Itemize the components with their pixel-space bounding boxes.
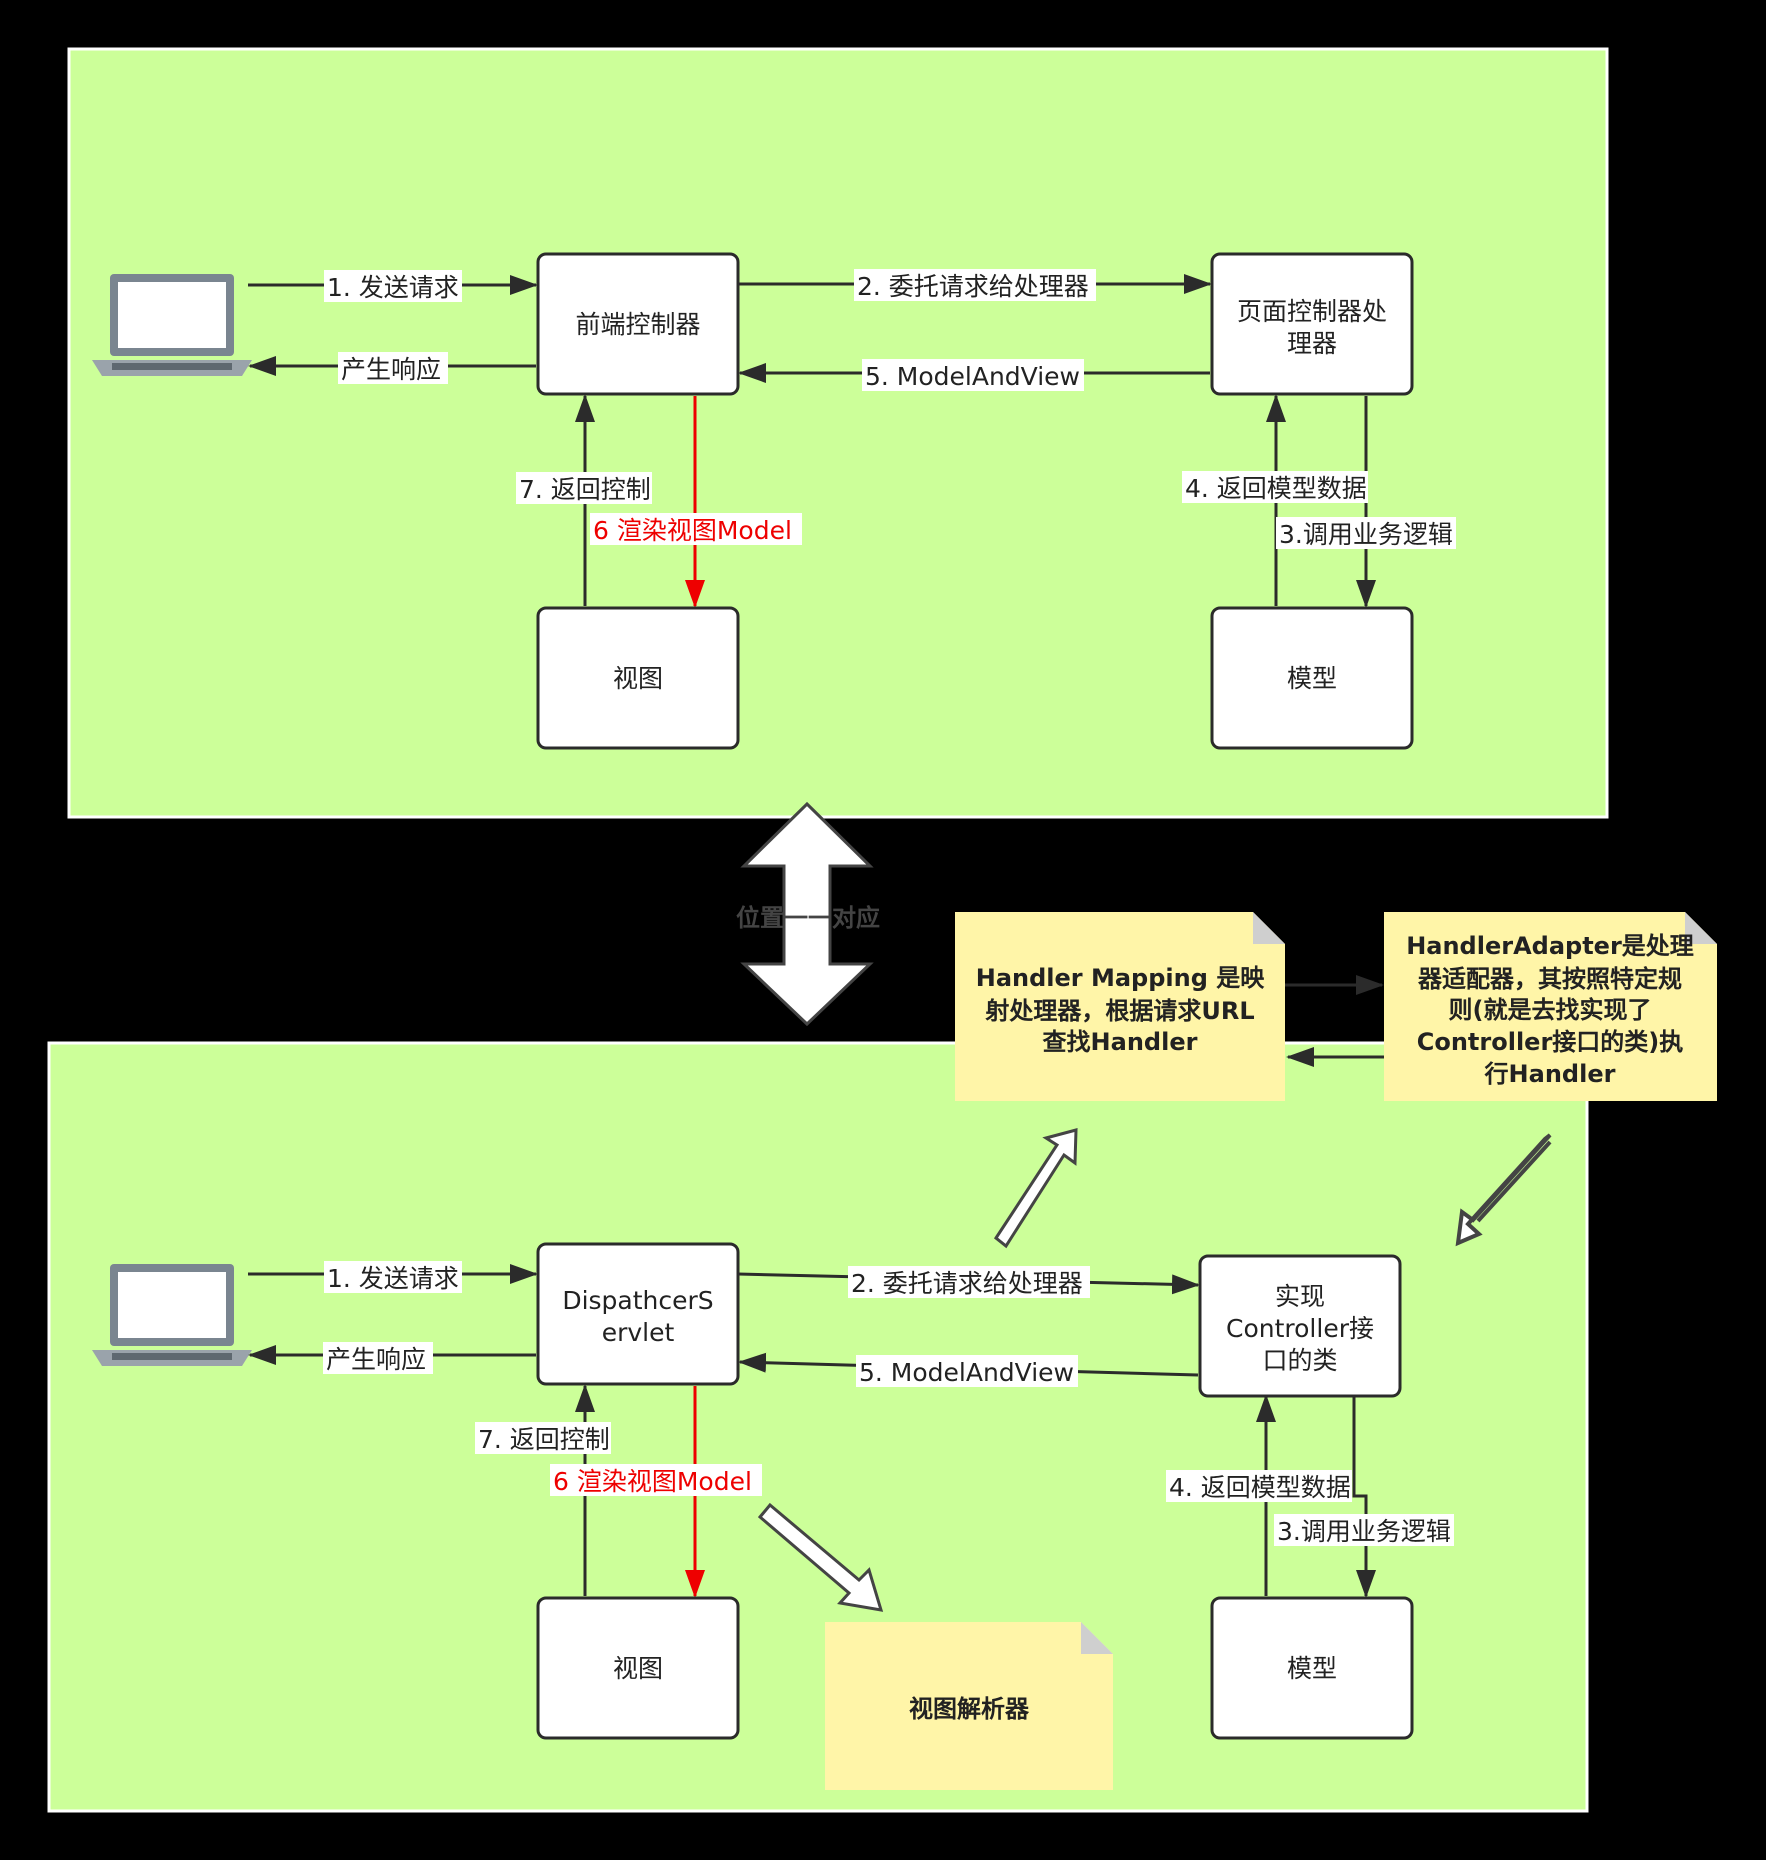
view-label: 视图 — [613, 1654, 663, 1683]
model-label: 模型 — [1287, 664, 1337, 693]
edge-label-return-control: 7. 返回控制 — [478, 1425, 610, 1454]
handler-adapter-line-1: HandlerAdapter是处理 — [1406, 932, 1694, 960]
edge-label-bg — [550, 1464, 762, 1496]
hollow-arrow-icon — [757, 1502, 884, 1612]
edge-label-render: 6 渲染视图Model — [553, 1467, 752, 1496]
handler-adapter-line-5: 行Handler — [1484, 1060, 1616, 1088]
edge-label-bg — [324, 270, 462, 302]
edge-label-return-model-data: 4. 返回模型数据 — [1169, 1473, 1351, 1502]
page-controller-handler-label-2: 理器 — [1287, 329, 1337, 358]
note-fold — [1685, 912, 1717, 944]
note-fold — [1081, 1622, 1113, 1654]
edge-label-response: 产生响应 — [341, 355, 441, 384]
hollow-arrow-icon — [993, 1128, 1078, 1249]
edge-label-bg — [848, 1266, 1090, 1298]
edge-label-response: 产生响应 — [326, 1345, 426, 1374]
edge-label-bg — [1274, 1514, 1454, 1546]
front-controller-node — [536, 252, 740, 396]
handler-adapter-line-4: Controller接口的类)执 — [1417, 1028, 1684, 1056]
dispatcher-servlet-label-2: ervlet — [602, 1318, 675, 1347]
view-resolver-label: 视图解析器 — [909, 1695, 1030, 1723]
model-node — [1210, 606, 1414, 750]
handler-mapping-line-2: 射处理器，根据请求URL — [984, 997, 1254, 1025]
edge-label-bg — [856, 1355, 1078, 1387]
edge-label-bg — [323, 1342, 433, 1374]
edge-label-send-request: 1. 发送请求 — [327, 273, 459, 302]
handler-adapter-line-2: 器适配器，其按照特定规 — [1417, 965, 1682, 993]
edge-label-bg — [854, 269, 1096, 301]
correspond-label: 位置一一对应 — [736, 904, 880, 932]
edge-label-bg — [475, 1422, 611, 1454]
handler-adapter-line-3: 则(就是去找实现了 — [1449, 996, 1652, 1024]
controller-impl-label-1: 实现 — [1275, 1282, 1325, 1311]
handler-adapter-note — [1384, 912, 1717, 1101]
edge-label-bg — [590, 513, 802, 545]
model-node — [1210, 1596, 1414, 1740]
edge-label-bg — [1166, 1470, 1352, 1502]
edge-label-bg — [1276, 517, 1456, 549]
handler-mapping-line-1: Handler Mapping 是映 — [976, 964, 1266, 992]
hollow-arrow-icon — [1455, 1133, 1552, 1247]
controller-impl-label-2: Controller接 — [1226, 1314, 1374, 1343]
dispatcher-servlet-label-1: DispathcerS — [562, 1286, 713, 1315]
edge-label-return-control: 7. 返回控制 — [519, 475, 651, 504]
edge-label-model-and-view: 5. ModelAndView — [865, 362, 1080, 391]
view-node — [536, 606, 740, 750]
laptop-icon — [92, 274, 252, 376]
front-controller-label: 前端控制器 — [575, 310, 700, 339]
view-resolver-note — [825, 1622, 1113, 1790]
edge-label-model-and-view: 5. ModelAndView — [859, 1358, 1074, 1387]
edge-label-delegate: 2. 委托请求给处理器 — [851, 1269, 1083, 1298]
edge-label-delegate: 2. 委托请求给处理器 — [857, 272, 1089, 301]
edge-label-render: 6 渲染视图Model — [593, 516, 792, 545]
edge-label-bg — [862, 359, 1084, 391]
laptop-icon — [92, 1264, 252, 1366]
page-controller-handler-label-1: 页面控制器处 — [1237, 297, 1387, 326]
dispatcher-servlet-node — [536, 1242, 740, 1386]
edge-label-send-request: 1. 发送请求 — [327, 1264, 459, 1293]
view-label: 视图 — [613, 664, 663, 693]
note-fold — [1253, 912, 1285, 944]
model-label: 模型 — [1287, 1654, 1337, 1683]
edge-label-call-business-logic: 3.调用业务逻辑 — [1277, 1517, 1451, 1546]
double-arrow-icon — [740, 801, 874, 1027]
hollow-arrow-icon — [1476, 1140, 1552, 1223]
page-controller-handler-node — [1210, 252, 1414, 396]
handler-mapping-line-3: 查找Handler — [1043, 1028, 1198, 1056]
controller-impl-label-3: 口的类 — [1262, 1346, 1337, 1375]
edge-label-call-business-logic: 3.调用业务逻辑 — [1279, 520, 1453, 549]
edge-label-bg — [516, 472, 652, 504]
view-node — [536, 1596, 740, 1740]
edge-label-bg — [338, 352, 448, 384]
edge-label-return-model-data: 4. 返回模型数据 — [1185, 474, 1367, 503]
controller-impl-node — [1198, 1254, 1402, 1398]
edge-label-bg — [324, 1261, 462, 1293]
edge-label-bg — [1182, 471, 1368, 503]
handler-mapping-note — [955, 912, 1285, 1101]
